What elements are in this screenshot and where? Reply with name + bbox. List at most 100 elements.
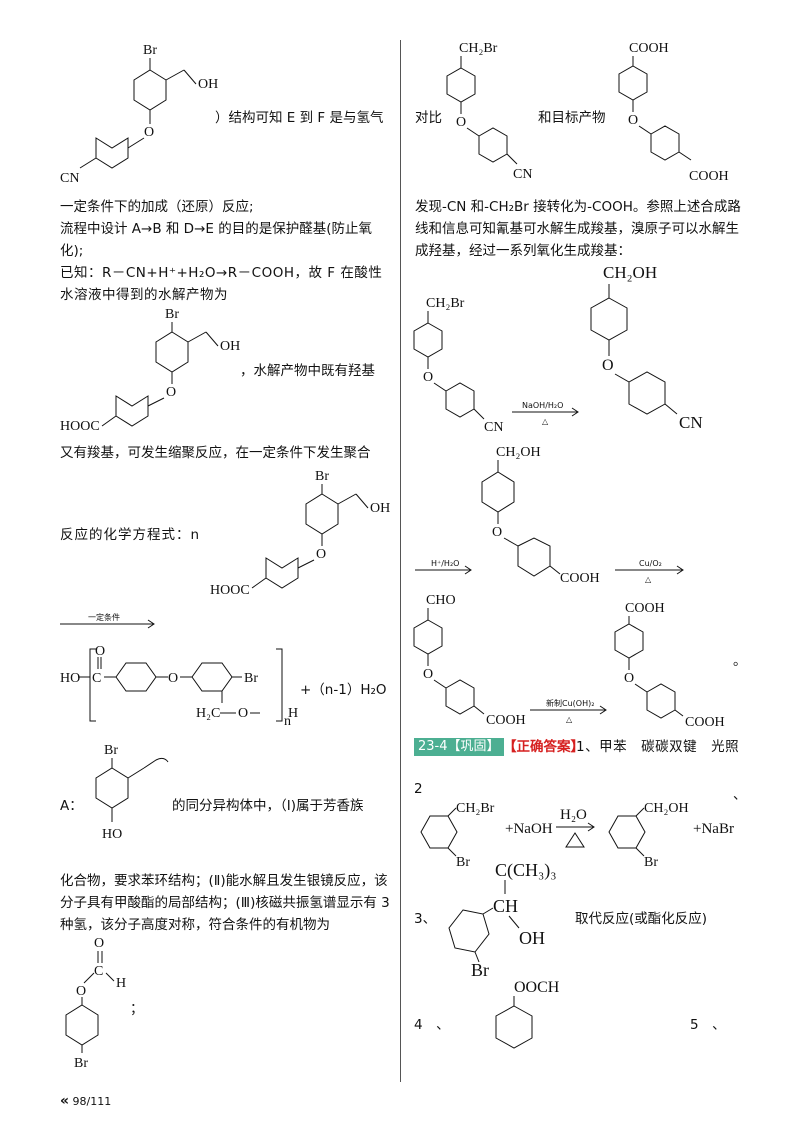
- svg-text:Br: Br: [644, 855, 658, 870]
- structure-step1-start: CH₂Br O CN: [413, 296, 503, 435]
- svg-text:CH₂Br: CH₂Br: [426, 296, 465, 311]
- answer-2-naoh: +NaOH: [505, 821, 553, 837]
- svg-text:CH₂OH: CH₂OH: [644, 801, 689, 816]
- structure-hydrolysis-product: Br OH O HOOC: [60, 307, 240, 434]
- svg-text:n: n: [284, 714, 291, 729]
- svg-text:△: △: [566, 715, 573, 724]
- answer-5-number: 5 、: [690, 1017, 726, 1033]
- svg-text:O: O: [423, 667, 433, 682]
- text-a-label: A：: [60, 798, 83, 814]
- answer-2-comma: 、: [733, 787, 747, 803]
- svg-text:Br: Br: [456, 855, 470, 870]
- text-compare-mid: 和目标产物: [538, 110, 606, 126]
- svg-text:CN: CN: [484, 420, 503, 435]
- arrow-h-plus: H⁺/H₂O: [415, 559, 472, 575]
- svg-text:一定条件: 一定条件: [88, 612, 120, 622]
- svg-text:C: C: [92, 671, 101, 686]
- svg-text:CN: CN: [60, 171, 79, 186]
- structure-answer-3: C(CH₃)₃ CH OH Br: [448, 860, 557, 980]
- structure-polymer: HO C O O Br H₂C O n H: [60, 644, 298, 729]
- svg-text:O: O: [628, 113, 638, 128]
- svg-text:CHO: CHO: [426, 593, 456, 608]
- svg-text:OH: OH: [519, 928, 545, 948]
- footer-mark: «: [60, 1093, 70, 1109]
- text-period: 。: [733, 653, 747, 669]
- svg-text:OH: OH: [370, 501, 390, 516]
- svg-text:H⁺/H₂O: H⁺/H₂O: [431, 559, 459, 568]
- svg-text:OH: OH: [220, 339, 240, 354]
- svg-text:CH₂OH: CH₂OH: [603, 263, 657, 282]
- answer-2-number: 2: [414, 781, 423, 797]
- svg-text:CN: CN: [679, 413, 703, 432]
- svg-text:H₂C: H₂C: [196, 706, 220, 721]
- svg-text:HO: HO: [60, 671, 80, 686]
- svg-text:CH₂Br: CH₂Br: [459, 41, 498, 56]
- structure-monomer: Br OH O HOOC: [210, 469, 390, 598]
- svg-text:COOH: COOH: [685, 715, 725, 730]
- answer-tag: 【正确答案】: [503, 736, 584, 758]
- arrow-cu-o2: Cu/O₂ △: [615, 559, 684, 584]
- structure-step2-product: CH₂OH O COOH: [481, 445, 600, 586]
- answer-1: 1、甲苯 碳碳双键 光照: [576, 739, 740, 755]
- svg-text:O: O: [316, 547, 326, 562]
- svg-text:△: △: [542, 417, 549, 426]
- text-p6: 又有羧基，可发生缩聚反应，在一定条件下发生聚合: [60, 445, 371, 461]
- arrow-cuoh2: 新制Cu(OH)₂ △: [530, 698, 607, 724]
- page-number: 98/111: [72, 1095, 112, 1108]
- svg-text:H: H: [288, 706, 298, 721]
- svg-text:H₂O: H₂O: [560, 807, 587, 823]
- text-p1-tail: ）结构可知 E 到 F 是与氢气: [215, 110, 384, 126]
- answer-3-text: 取代反应(或酯化反应): [575, 911, 708, 927]
- svg-text:Br: Br: [471, 960, 489, 980]
- structure-f: Br OH O CN: [60, 43, 218, 186]
- text-p4: 已知：R－CN+H⁺+H₂O→R－COOH，故 F 在酸性水溶液中得到的水解产物…: [60, 265, 383, 303]
- svg-text:O: O: [624, 671, 634, 686]
- answer-4-number: 4 、: [414, 1017, 450, 1033]
- svg-text:Br: Br: [244, 671, 258, 686]
- arrow-naoh: NaOH/H₂O △: [512, 401, 579, 426]
- svg-text:Br: Br: [74, 1056, 88, 1071]
- svg-text:△: △: [645, 575, 652, 584]
- svg-text:O: O: [456, 115, 466, 130]
- structure-target-product: COOH O COOH: [618, 41, 729, 184]
- answer-2-nabr: +NaBr: [693, 821, 734, 837]
- svg-text:COOH: COOH: [560, 571, 600, 586]
- structure-benzyl-alcohol: CH₂OH Br: [608, 801, 689, 870]
- svg-text:COOH: COOH: [625, 601, 665, 616]
- structure-bromophenyl-formate: O C H O Br: [65, 936, 126, 1071]
- svg-text:O: O: [94, 936, 104, 951]
- svg-text:O: O: [423, 370, 433, 385]
- structure-phenyl-formate: OOCH: [495, 979, 560, 1049]
- svg-text:O: O: [76, 984, 86, 999]
- svg-text:O: O: [95, 644, 105, 659]
- svg-text:C: C: [94, 964, 103, 979]
- svg-text:HOOC: HOOC: [60, 419, 100, 434]
- question-badge: 23-4【巩固】: [414, 738, 504, 756]
- text-p3: 流程中设计 A→B 和 D→E 的目的是保护醛基(防止氧化);: [60, 221, 372, 259]
- text-p2: 一定条件下的加成（还原）反应;: [60, 199, 254, 215]
- svg-text:CH: CH: [493, 896, 518, 916]
- svg-text:Cu/O₂: Cu/O₂: [639, 559, 662, 568]
- text-compare-prefix: 对比: [415, 110, 442, 126]
- svg-text:Br: Br: [143, 43, 157, 58]
- svg-text:O: O: [238, 706, 248, 721]
- svg-text:O: O: [492, 525, 502, 540]
- svg-text:O: O: [144, 125, 154, 140]
- text-p7: 反应的化学方程式：n: [60, 527, 201, 543]
- text-p5: ，水解产物中既有羟基: [240, 363, 375, 379]
- svg-text:H: H: [116, 976, 126, 991]
- svg-text:HOOC: HOOC: [210, 583, 250, 598]
- text-p8: 化合物，要求苯环结构；(Ⅱ)能水解且发生银镜反应，该分子具有甲酸酯的局部结构；(…: [60, 873, 390, 933]
- structure-aldehyde: CHO O COOH: [413, 593, 526, 728]
- answer-tag-label: 【正确答案】: [503, 739, 584, 755]
- column-divider: [400, 40, 401, 1082]
- svg-text:O: O: [602, 357, 614, 374]
- text-semicolon: ；: [130, 1001, 144, 1017]
- svg-text:新制Cu(OH)₂: 新制Cu(OH)₂: [546, 698, 594, 708]
- svg-text:O: O: [166, 385, 176, 400]
- svg-text:CH₂Br: CH₂Br: [456, 801, 495, 816]
- svg-text:OH: OH: [198, 77, 218, 92]
- svg-text:CN: CN: [513, 167, 532, 182]
- svg-text:OOCH: OOCH: [514, 979, 560, 996]
- svg-text:Br: Br: [104, 743, 118, 758]
